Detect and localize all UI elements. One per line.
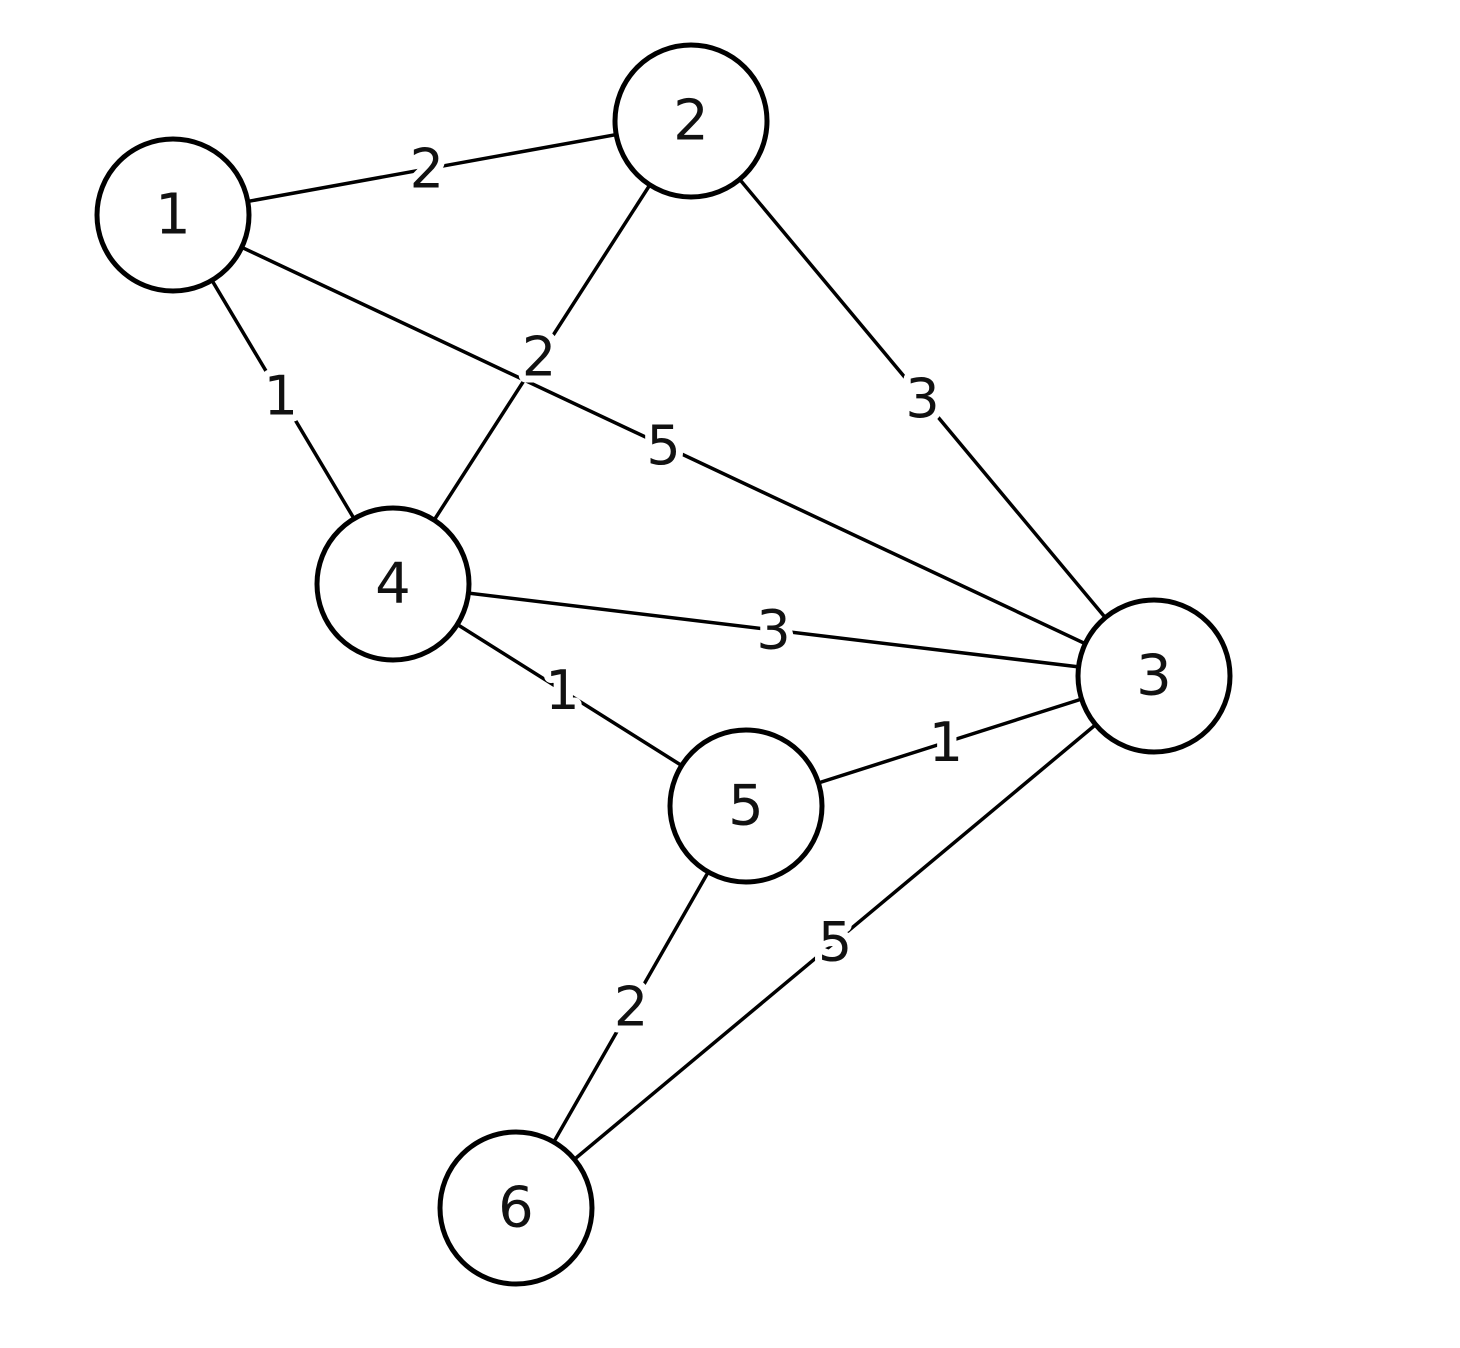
edge-weight-label-4-5: 1 <box>545 659 579 722</box>
edge-1-2 <box>172 119 692 217</box>
node-label-6: 6 <box>498 1176 534 1241</box>
node-circle-6 <box>437 1129 595 1287</box>
edge-weight-label-2-4: 2 <box>522 326 556 389</box>
edge-2-4 <box>391 120 693 585</box>
edge-weight-label-6-3: 5 <box>818 911 852 974</box>
edge-6-3 <box>514 674 1156 1210</box>
nodes-layer: 1 2 3 4 5 6 <box>94 42 1233 1287</box>
node-label-4: 4 <box>375 552 411 617</box>
node-label-1: 1 <box>155 183 191 248</box>
node-label-2: 2 <box>673 89 709 154</box>
node-label-3: 3 <box>1136 644 1172 709</box>
edges-layer <box>171 119 1156 1210</box>
node-3: 3 <box>1075 597 1233 755</box>
node-circle-2 <box>612 42 770 200</box>
node-circle-4 <box>314 505 472 663</box>
node-circle-1 <box>94 136 252 294</box>
edge-1-3 <box>172 213 1155 678</box>
node-5: 5 <box>667 727 825 885</box>
node-2: 2 <box>612 42 770 200</box>
edge-weight-label-4-3: 3 <box>756 599 790 662</box>
edge-weight-label-1-4: 1 <box>264 364 298 427</box>
node-4: 4 <box>314 505 472 663</box>
edge-weight-label-5-3: 1 <box>929 711 963 774</box>
node-circle-3 <box>1075 597 1233 755</box>
edge-weight-label-1-3: 5 <box>646 414 680 477</box>
edge-weight-label-1-2: 2 <box>410 137 444 200</box>
edge-2-3 <box>689 119 1156 678</box>
edge-weight-label-2-3: 3 <box>905 367 939 430</box>
node-1: 1 <box>94 136 252 294</box>
node-circle-5 <box>667 727 825 885</box>
node-6: 6 <box>437 1129 595 1287</box>
edge-labels-layer: 2 1 5 2 3 3 1 1 2 5 <box>257 130 970 1045</box>
edge-4-3 <box>392 582 1155 678</box>
edge-weight-label-5-6: 2 <box>614 976 648 1039</box>
node-label-5: 5 <box>728 774 764 839</box>
